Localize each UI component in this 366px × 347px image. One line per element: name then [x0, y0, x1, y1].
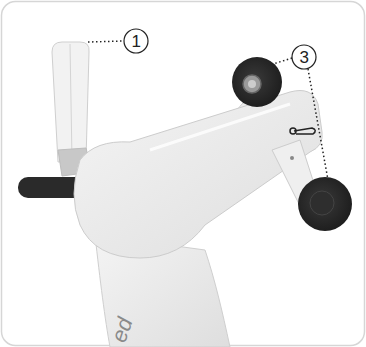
leader-line [88, 41, 124, 42]
callout-number: 1 [132, 33, 141, 50]
callout-number: 3 [300, 49, 309, 66]
callout-circle [292, 45, 316, 69]
leader-line [270, 58, 292, 65]
latch [290, 128, 315, 160]
housing [74, 91, 322, 259]
lower-disc [298, 177, 352, 231]
upper-disc [232, 57, 282, 107]
leader-line [308, 69, 328, 180]
callout-circle [124, 29, 148, 53]
